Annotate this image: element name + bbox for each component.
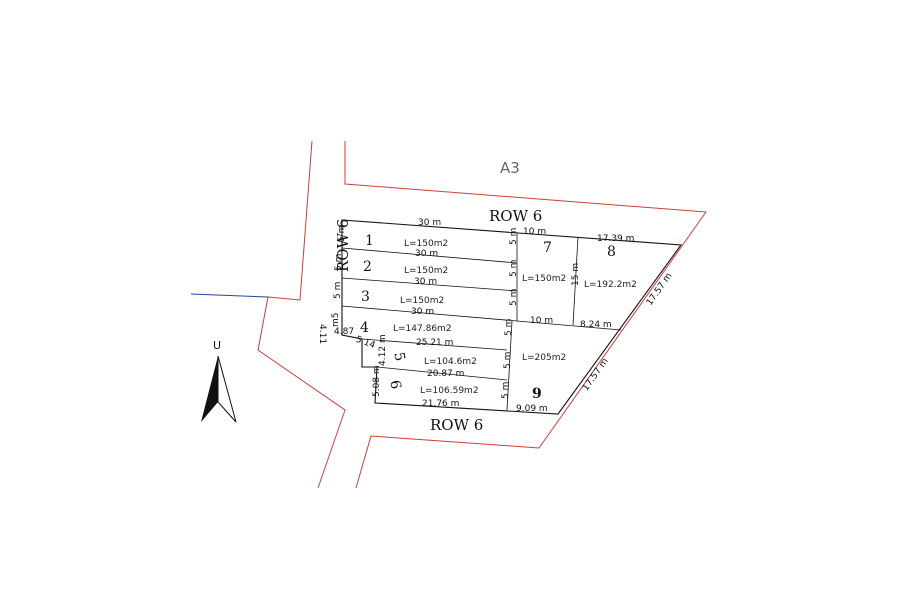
- boundary-line-blue: [190, 293, 269, 298]
- dim-lot7-bottom: 10 m: [530, 316, 553, 326]
- lot-line-5-6: [376, 366, 508, 381]
- lot-line-7-8-9: [516, 320, 622, 331]
- road-edge-left-lower: [257, 296, 346, 489]
- dim-lot4-right: 5 m: [504, 319, 514, 336]
- lot-area-1: L=150m2: [404, 239, 448, 249]
- road-edge-left-upper: [267, 140, 313, 301]
- lot-number-6: 6: [386, 379, 403, 391]
- lot-line-1-2: [341, 247, 518, 264]
- dim-top-10: 10 m: [523, 227, 546, 237]
- lot-number-4: 4: [360, 320, 369, 336]
- dim-lot2-left: 5 m: [334, 254, 344, 271]
- road-edge-top: [344, 141, 707, 213]
- road-label-left: ROW 6: [334, 219, 352, 272]
- dim-lot5-left: 4.12 m: [378, 334, 388, 366]
- lot-number-2: 2: [363, 259, 372, 275]
- lot-line-2-3: [341, 277, 518, 292]
- north-arrow-icon: [201, 355, 237, 423]
- lot-area-9: L=205m2: [522, 353, 566, 363]
- dim-lot3-left: 5 m: [333, 282, 343, 299]
- lot-line-4-5: [361, 338, 508, 351]
- road-edge-bottom: [355, 211, 707, 489]
- lot-number-7: 7: [543, 240, 552, 256]
- lot-area-4: L=147.86m2: [393, 324, 452, 334]
- dim-lot5-bottom: 20.87 m: [427, 369, 464, 379]
- lot-line-3-4: [341, 305, 518, 322]
- lot-line-center-lower: [506, 320, 513, 411]
- dim-lot6-bottom: 21.76 m: [422, 399, 459, 409]
- lot-area-7: L=150m2: [522, 274, 566, 284]
- north-label: U: [213, 339, 221, 352]
- lot-number-8: 8: [607, 244, 616, 260]
- dim-lot1-right: 5 m: [509, 228, 519, 245]
- lot-line-7-8: [572, 236, 579, 326]
- lot-number-9: 9: [532, 386, 542, 402]
- dim-top-1739: 17.39 m: [597, 234, 634, 244]
- road-label-top: ROW 6: [489, 207, 542, 225]
- dim-lot6-right: 5 m: [501, 382, 511, 399]
- lot-area-3: L=150m2: [400, 296, 444, 306]
- lot-area-6: L=106.59m2: [420, 386, 479, 396]
- dim-lot6-left: 5.08 m: [372, 365, 382, 397]
- dim-lot5-right: 5 m: [503, 352, 513, 369]
- lot-area-8: L=192.2m2: [584, 280, 637, 290]
- dim-lot3-bottom: 30 m: [411, 307, 434, 317]
- lot-number-3: 3: [361, 289, 370, 305]
- road-label-bottom: ROW 6: [430, 416, 483, 434]
- dim-lot4-step-b: 5.14: [354, 335, 377, 351]
- dim-top-30: 30 m: [418, 218, 441, 228]
- dim-lot4-step-a: 4.87: [334, 327, 354, 337]
- dim-lot4-bottom: 25.21 m: [416, 338, 453, 348]
- block-label: A3: [500, 159, 520, 177]
- dim-lot3-right: 5 m: [509, 289, 519, 306]
- dim-lot2-bottom: 30 m: [414, 277, 437, 287]
- lot-area-2: L=150m2: [404, 266, 448, 276]
- dim-lot1-bottom: 30 m: [415, 249, 438, 259]
- dim-lot4-left-b: 4.11: [317, 324, 327, 344]
- dim-lot7-height: 15 m: [571, 263, 581, 286]
- dim-lot9-bottom: 9.09 m: [516, 404, 548, 414]
- lot-area-5: L=104.6m2: [424, 357, 477, 367]
- dim-lot1-left: 5 m: [337, 225, 347, 242]
- lot-number-1: 1: [365, 233, 374, 249]
- dim-lot4-left-a: m5: [331, 313, 341, 328]
- dim-lot2-right: 5 m: [509, 260, 519, 277]
- dim-lot8-bottom: 8.24 m: [580, 320, 612, 330]
- lot-number-5: 5: [390, 351, 407, 363]
